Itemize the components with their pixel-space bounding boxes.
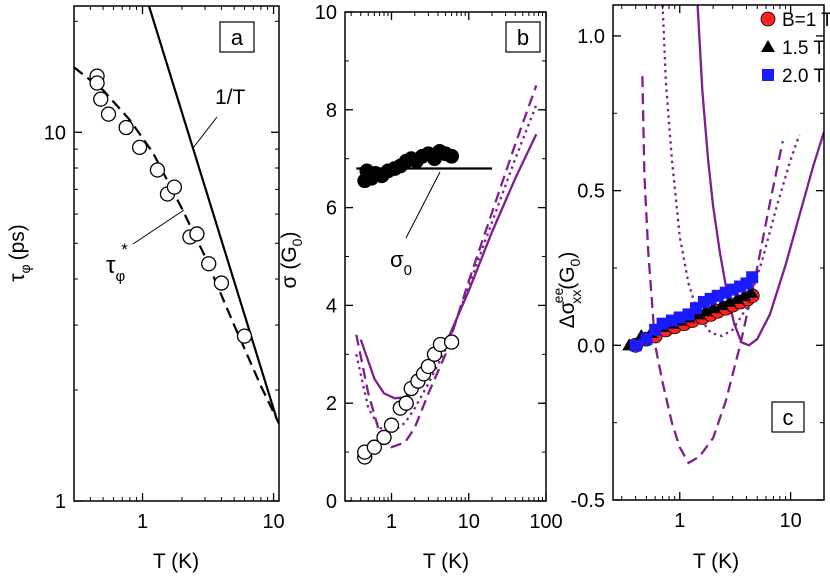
panel-a-annot-1t: 1/T [215, 86, 246, 109]
panel-b-line-dashed-3 [355, 85, 538, 449]
panel-b: 1 10 100 0 2 4 6 8 10 b σ0 T (K) σ (G0) [278, 2, 563, 573]
panel-a-xlabel: T (K) [153, 550, 199, 573]
panel-c-series1-point [722, 295, 737, 307]
panel-a-ticks: 1 10 1 10 [44, 6, 285, 533]
panel-b-frame [344, 11, 547, 502]
panel-c-xlabel: T (K) [693, 550, 739, 573]
panel-b-series1-point [420, 358, 437, 375]
panel-a-series0-point [131, 139, 148, 156]
panel-a-ytick-label: 1 [55, 491, 66, 513]
panel-c-ytick-label: 0.5 [577, 181, 605, 203]
panel-a-series0-point [189, 226, 205, 242]
panel-b-series1-point [443, 334, 460, 350]
panel-a-xtick-label: 10 [262, 511, 284, 533]
panel-b-series1-point [383, 417, 400, 433]
panel-a-series0-point [89, 75, 105, 91]
legend-marker-2 [762, 69, 774, 81]
panel-b-ytick-label: 4 [326, 295, 337, 317]
panel-c: 1 10 -0.5 0.0 0.5 1.0 c B=1 T 1.5 T 2.0 T T (K)… [550, 4, 830, 573]
panel-b-xtick-label: 100 [529, 511, 562, 533]
panel-a-annot-tau: τφ* [106, 240, 128, 285]
panel-c-series1-point [706, 301, 721, 314]
panel-a-ylabel: τφ(ps) [6, 224, 33, 282]
panel-a-series0-point [201, 256, 217, 272]
legend-label-1: 1.5 T [782, 38, 825, 59]
panel-c-data [622, 5, 824, 465]
panel-c-ticks: 1 10 -0.5 0.0 0.5 1.0 [571, 5, 824, 532]
panel-c-series1-point [714, 298, 729, 311]
panel-a-label-box [219, 21, 255, 53]
panel-a-xtick-label: 1 [137, 511, 148, 533]
panel-a-series0-point [100, 106, 117, 122]
panel-b-series1-point [376, 429, 392, 446]
panel-b-label: b [517, 25, 529, 50]
legend-label-2: 2.0 T [782, 66, 825, 87]
panel-c-label: c [783, 405, 794, 430]
panel-b-ytick-label: 6 [326, 198, 337, 220]
panel-a-series0-point [149, 162, 166, 178]
panel-b-annot-sigma0: σ0 [390, 247, 412, 279]
panel-b-ytick-label: 10 [315, 2, 337, 24]
panel-c-xtick-label: 1 [674, 510, 685, 532]
panel-a-series0-point [213, 275, 230, 291]
panel-a: 1 10 1 10 a 1/T τφ* T (K) τφ(ps) [6, 5, 285, 573]
panel-a-annot-1t-leader [192, 116, 218, 149]
panel-b-xtick-label: 1 [386, 511, 397, 533]
panel-b-data [355, 85, 538, 465]
panel-c-line-dashed-2 [641, 76, 784, 465]
panel-a-series0-point [118, 119, 134, 136]
legend-label-0: B=1 T [782, 10, 830, 31]
panel-c-line-dotted-1 [661, 5, 801, 338]
panel-c-series1-point [737, 288, 752, 301]
panel-b-ytick-label: 2 [326, 393, 337, 415]
panel-c-series2-point [629, 339, 642, 352]
panel-c-frame [612, 4, 825, 501]
panel-a-series0-point [166, 179, 183, 195]
panel-a-frame [73, 5, 280, 502]
panel-c-ytick-label: -0.5 [571, 490, 605, 512]
panel-c-series2-point [656, 317, 669, 330]
panel-c-legend: B=1 T 1.5 T 2.0 T [760, 10, 830, 87]
panel-c-series1-point [744, 285, 759, 298]
panel-a-label: a [231, 25, 244, 50]
panel-c-label-box [771, 401, 805, 433]
legend-marker-0 [760, 11, 776, 27]
panel-b-ytick-label: 8 [326, 100, 337, 122]
panel-c-ytick-label: 0.0 [577, 335, 605, 357]
panel-a-ytick-label: 10 [44, 122, 66, 144]
panel-b-ytick-label: 0 [326, 491, 337, 513]
panel-a-series0-point [236, 328, 253, 344]
panel-c-series1-point [730, 291, 745, 304]
legend-marker-1 [761, 40, 775, 52]
panel-c-series2-point [746, 271, 759, 284]
panel-b-xlabel: T (K) [423, 550, 469, 573]
panel-b-annot-sigma0-leader [405, 171, 441, 239]
panel-b-label-box [505, 21, 541, 53]
panel-c-series2-point [640, 333, 653, 346]
panel-a-series0-point [93, 91, 109, 107]
panel-b-series1-point [366, 439, 383, 455]
panel-c-xtick-label: 10 [779, 510, 801, 532]
panel-a-annot-tau-leader [132, 209, 185, 245]
panel-b-xtick-label: 10 [458, 511, 480, 533]
panel-b-ylabel: σ (G0) [278, 232, 305, 289]
panel-c-ytick-label: 1.0 [577, 26, 605, 48]
panel-b-series1-point [398, 395, 414, 411]
panel-b-ticks: 1 10 100 0 2 4 6 8 10 [315, 2, 563, 533]
panel-a-data [74, 6, 279, 425]
panel-a-line-solid-0 [147, 6, 278, 419]
panel-a-line-dashed-1 [74, 66, 279, 425]
panel-b-series0-point [444, 148, 460, 164]
